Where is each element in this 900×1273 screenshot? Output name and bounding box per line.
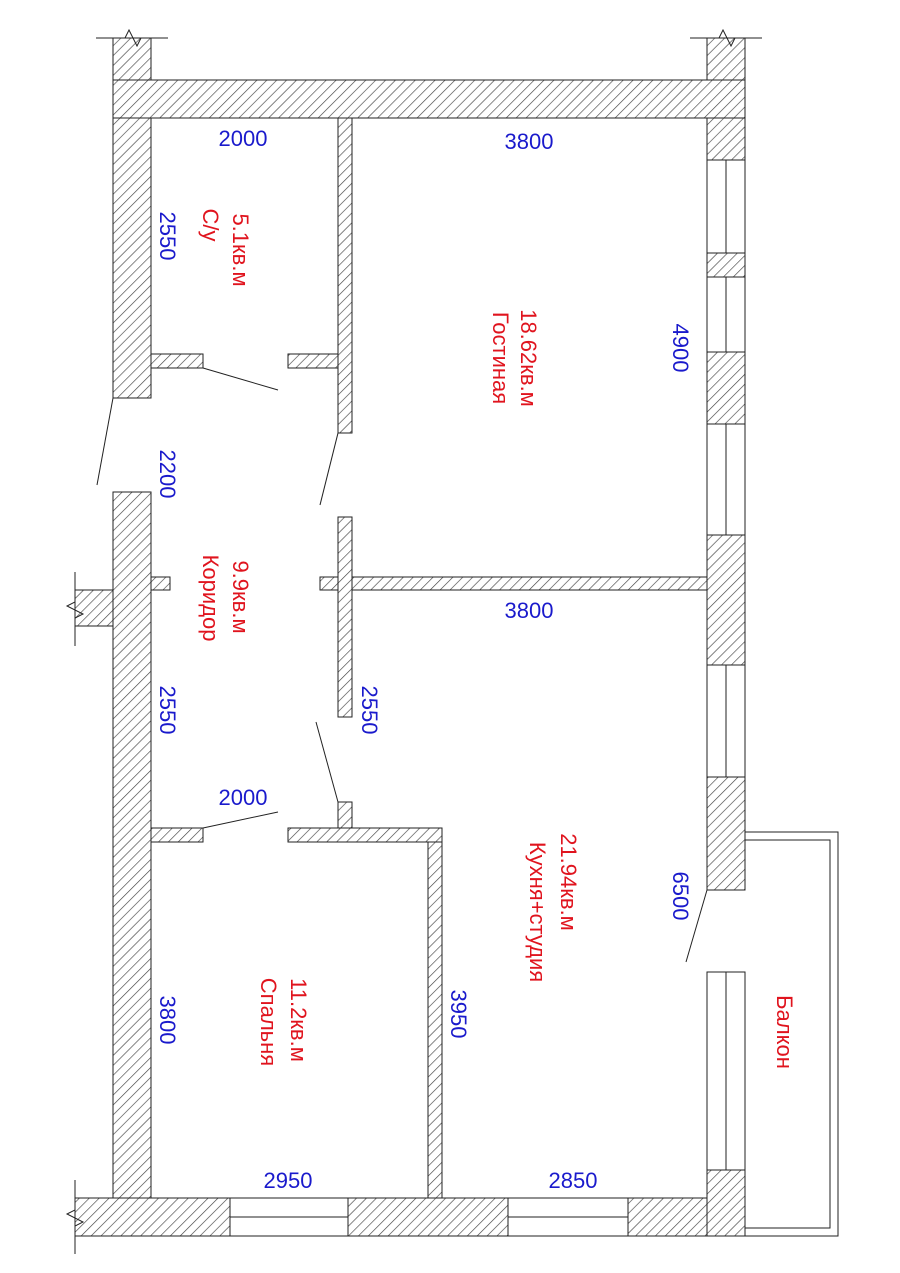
right-wall-pier-5 (706, 776, 746, 891)
balcony-name: Балкон (772, 995, 797, 1069)
bathroom-area: 5.1кв.м (228, 213, 253, 286)
bottom-wall-left (74, 1197, 231, 1237)
living-name: Гостиная (488, 312, 513, 404)
top-wall (112, 79, 746, 119)
living-kitchen-partition (319, 576, 708, 591)
dim-bath-length: 2550 (155, 212, 180, 261)
dim-bedroom-length: 3800 (155, 996, 180, 1045)
dim-bedroom-inner: 3950 (446, 990, 471, 1039)
corridor-area: 9.9кв.м (228, 560, 253, 633)
kitchen-door (315, 721, 339, 803)
dim-kitchen-width: 2850 (549, 1168, 598, 1193)
bottom-wall-middle (347, 1197, 509, 1237)
entrance-door (96, 397, 114, 486)
dimension-labels: 2000 2550 3800 4900 2200 3800 2550 2550 … (155, 126, 693, 1193)
living-door (319, 432, 339, 506)
corridor-partition (337, 516, 353, 718)
door-swings (96, 367, 708, 963)
bathroom-name: С/у (198, 209, 223, 242)
corridor-name: Коридор (198, 555, 223, 642)
left-wall-lower (112, 491, 152, 1199)
top-right-wall-stub (706, 37, 746, 81)
kitchen-area: 21.94кв.м (556, 833, 581, 931)
bath-bottom-partition-left (150, 353, 204, 369)
bedroom-name: Спальня (256, 978, 281, 1066)
bedroom-right-partition (427, 841, 443, 1199)
top-left-wall-stub (112, 37, 152, 81)
balcony-door (685, 889, 708, 963)
dim-living-top: 3800 (505, 129, 554, 154)
dim-corridor-bottom: 2000 (219, 785, 268, 810)
dim-partition: 3800 (505, 598, 554, 623)
corridor-ledge (150, 576, 171, 591)
bedroom-area: 11.2кв.м (286, 978, 311, 1062)
left-wall-ledge (74, 589, 114, 627)
break-marks (65, 28, 762, 1254)
balcony-outline (745, 831, 839, 1237)
dim-bedroom-width: 2950 (264, 1168, 313, 1193)
exterior-walls (74, 37, 746, 1237)
right-wall-pier-3 (706, 351, 746, 425)
bath-right-partition (337, 117, 353, 434)
dim-bath-width: 2000 (219, 126, 268, 151)
interior-walls (150, 117, 708, 1199)
windows (229, 159, 746, 1237)
dim-kitchen-side: 6500 (668, 872, 693, 921)
right-wall-pier-1 (706, 117, 746, 161)
bedroom-door (202, 811, 279, 829)
left-wall-upper (112, 117, 152, 399)
right-wall-pier-6 (706, 1169, 746, 1237)
dim-living-side: 4900 (668, 324, 693, 373)
bath-bottom-partition-right (287, 353, 339, 369)
bedroom-top-partition-right (287, 827, 443, 843)
living-area: 18.62кв.м (516, 309, 541, 407)
dim-corridor-width: 2200 (155, 450, 180, 499)
door-jamb (337, 801, 353, 829)
dim-partition-short: 2550 (357, 686, 382, 735)
kitchen-name: Кухня+студия (525, 842, 550, 982)
dim-corridor-lower: 2550 (155, 686, 180, 735)
bath-door (202, 367, 279, 391)
right-wall-pier-4 (706, 534, 746, 666)
room-labels: 5.1кв.м С/у 18.62кв.м Гостиная 9.9кв.м К… (198, 209, 797, 1069)
bedroom-top-partition-left (150, 827, 204, 843)
right-wall-pier-2 (706, 252, 746, 278)
